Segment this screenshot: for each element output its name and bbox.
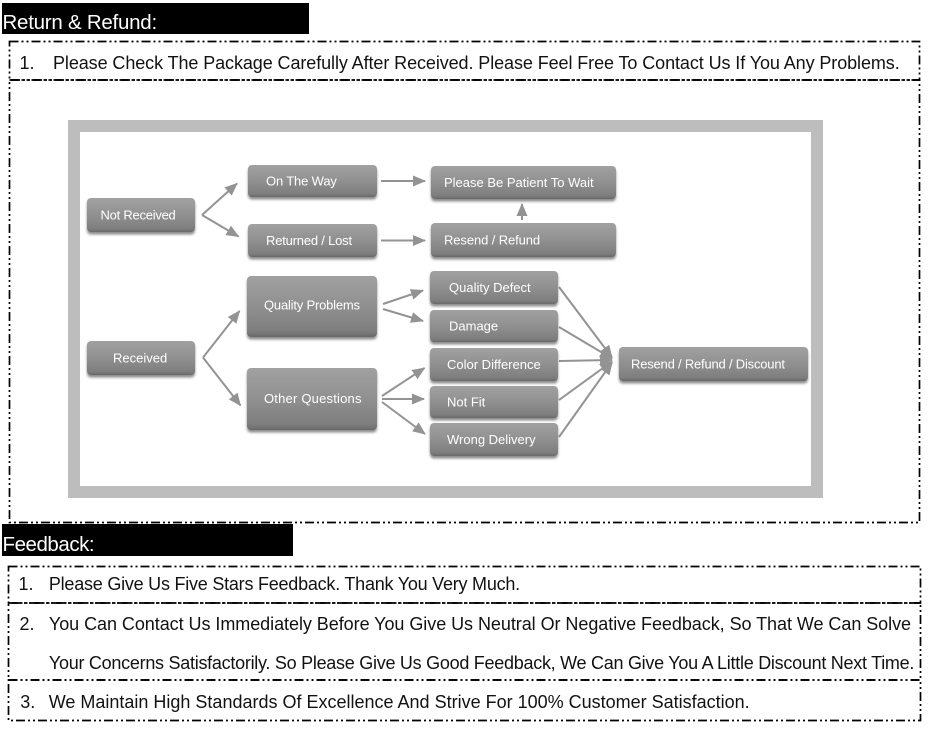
svg-text:Not Received: Not Received: [101, 208, 176, 223]
svg-text:Other Questions: Other Questions: [264, 391, 362, 406]
svg-text:Returned / Lost: Returned / Lost: [266, 233, 352, 248]
svg-text:Color Difference: Color Difference: [447, 357, 541, 372]
svg-text:On The Way: On The Way: [266, 174, 337, 189]
svg-text:Quality Problems: Quality Problems: [264, 298, 360, 313]
svg-text:Resend / Refund / Discount: Resend / Refund / Discount: [631, 357, 785, 372]
svg-text:Not Fit: Not Fit: [447, 395, 486, 410]
svg-text:Wrong Delivery: Wrong Delivery: [447, 432, 536, 447]
svg-text:Resend / Refund: Resend / Refund: [444, 233, 540, 248]
svg-text:Received: Received: [113, 351, 167, 366]
svg-text:Please Be Patient To Wait: Please Be Patient To Wait: [444, 175, 594, 190]
svg-text:Quality Defect: Quality Defect: [449, 280, 531, 295]
svg-text:Damage: Damage: [449, 319, 498, 334]
